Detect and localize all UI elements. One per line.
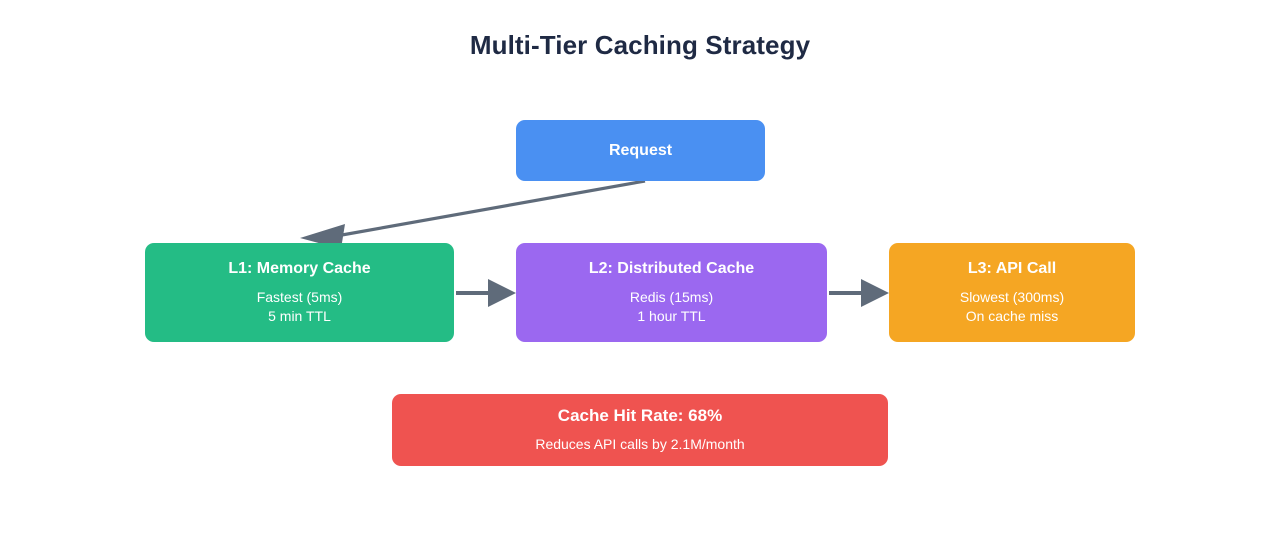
- page-title: Multi-Tier Caching Strategy: [469, 30, 811, 60]
- node-l2-detail-latency: Redis (15ms): [629, 289, 714, 305]
- node-cache-hit-rate-detail: Reduces API calls by 2.1M/month: [535, 436, 745, 452]
- node-l1-title: L1: Memory Cache: [228, 260, 371, 277]
- edge-request-to-l1: [300, 179, 646, 249]
- node-l3-detail-condition: On cache miss: [965, 308, 1059, 324]
- node-request[interactable]: Request: [516, 120, 765, 181]
- node-l1-memory-cache[interactable]: L1: Memory Cache Fastest (5ms) 5 min TTL: [145, 243, 454, 342]
- node-l1-detail-ttl: 5 min TTL: [268, 308, 331, 324]
- node-l3-api-call[interactable]: L3: API Call Slowest (300ms) On cache mi…: [889, 243, 1135, 342]
- node-l3-detail-latency: Slowest (300ms): [959, 289, 1065, 305]
- node-l2-distributed-cache[interactable]: L2: Distributed Cache Redis (15ms) 1 hou…: [516, 243, 827, 342]
- node-cache-hit-rate[interactable]: Cache Hit Rate: 68% Reduces API calls by…: [392, 394, 888, 466]
- edge-l2-to-l3: [829, 279, 889, 307]
- node-l2-detail-ttl: 1 hour TTL: [637, 308, 706, 324]
- node-l1-detail-latency: Fastest (5ms): [256, 289, 343, 305]
- edge-l1-to-l2: [456, 279, 516, 307]
- node-l3-title: L3: API Call: [967, 260, 1057, 277]
- node-l2-title: L2: Distributed Cache: [588, 260, 755, 277]
- node-request-title: Request: [608, 142, 673, 159]
- node-cache-hit-rate-title: Cache Hit Rate: 68%: [557, 406, 723, 425]
